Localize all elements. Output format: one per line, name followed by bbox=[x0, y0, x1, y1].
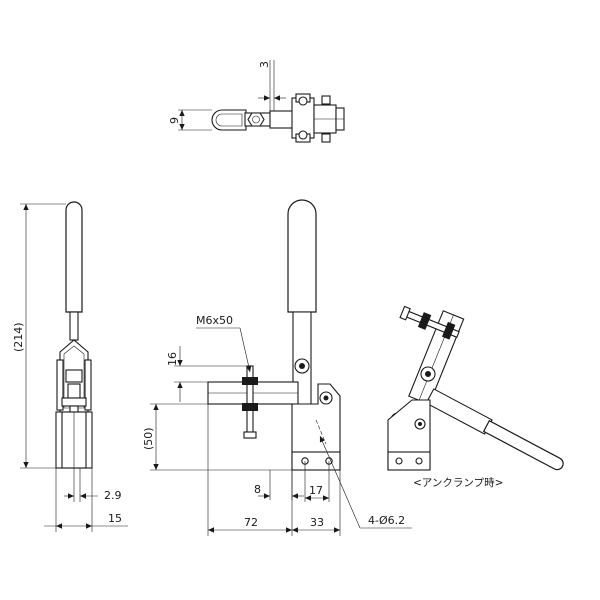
front-view: (214) 2.9 15 bbox=[12, 201, 128, 532]
dim-50: (50) bbox=[142, 427, 155, 450]
holes-label: 4-Ø6.2 bbox=[368, 514, 405, 527]
dim-15: 15 bbox=[108, 512, 122, 525]
dim-8: 8 bbox=[254, 483, 261, 496]
top-view: 3 9 bbox=[168, 60, 345, 143]
unclamped-caption: <アンクランプ時> bbox=[413, 477, 503, 489]
bolt-label: M6x50 bbox=[196, 314, 233, 327]
dim-17: 17 bbox=[309, 484, 323, 497]
dim-72: 72 bbox=[244, 516, 258, 529]
dim-9: 9 bbox=[168, 117, 181, 124]
dim-16: 16 bbox=[166, 352, 179, 366]
side-view: 16 M6x50 (50) 8 17 72 33 4-Ø6.2 bbox=[142, 199, 412, 536]
dim-2-9: 2.9 bbox=[104, 489, 122, 502]
dim-214: (214) bbox=[12, 322, 25, 352]
unclamped-view: <アンクランプ時> bbox=[387, 305, 564, 489]
dim-33: 33 bbox=[310, 516, 324, 529]
dim-3: 3 bbox=[258, 61, 271, 68]
